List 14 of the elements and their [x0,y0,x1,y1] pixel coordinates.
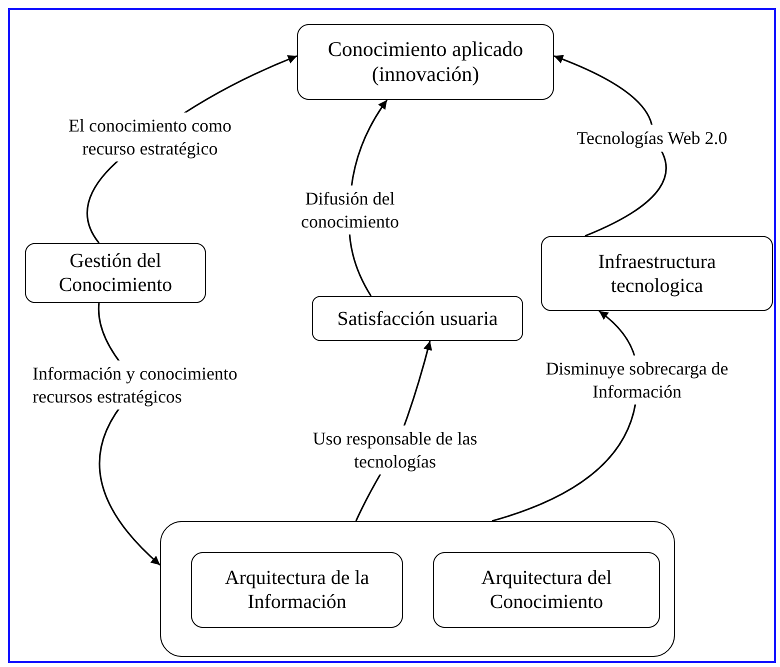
rounded-box [541,236,773,311]
rounded-box [160,521,675,657]
node-label: Infraestructura tecnologica [597,250,717,298]
node-label: Gestión del Conocimiento [58,249,174,297]
rounded-box [312,296,523,341]
node-label: Arquitectura del Conocimiento [480,566,613,614]
rounded-box [25,243,206,303]
rounded-box [433,552,660,628]
rounded-box [191,552,403,628]
arrow [554,55,667,237]
rounded-box [297,24,554,100]
node-label: Arquitectura de la Información [224,566,370,614]
node-label: Satisfacción usuaria [337,306,498,330]
node-label: Conocimiento aplicado (innovación) [326,36,524,88]
